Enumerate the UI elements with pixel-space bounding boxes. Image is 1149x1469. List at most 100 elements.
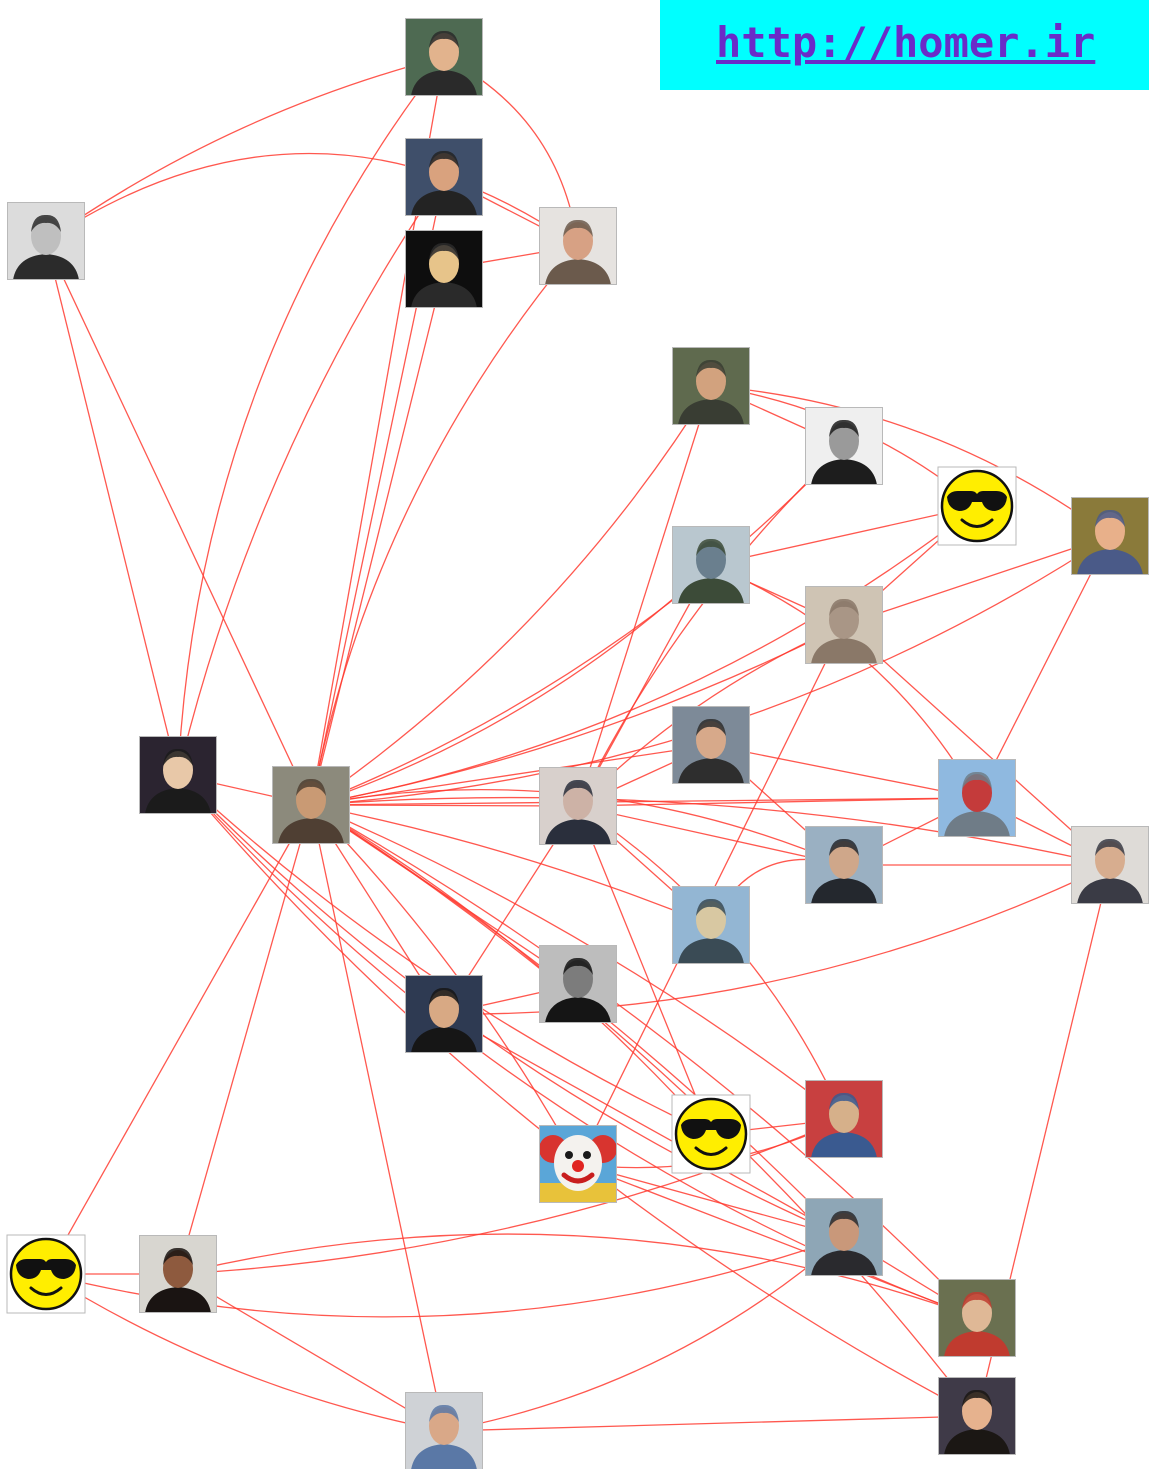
node-man-cap[interactable] <box>1071 497 1149 575</box>
edge-smiley-left-bald-man <box>45 1273 445 1432</box>
edge-central-man-man-bw-suit <box>310 445 845 806</box>
node-glasses-man-bookshelf[interactable] <box>405 138 483 216</box>
edge-man-cap-sepia-man <box>843 535 1111 626</box>
node-blonde-woman-dark[interactable] <box>405 230 483 308</box>
portrait-image <box>139 1235 217 1313</box>
portrait-image <box>539 945 617 1023</box>
portrait-image <box>672 347 750 425</box>
node-man-bw-smile[interactable] <box>539 945 617 1023</box>
edge-central-man-man-red-shirt <box>310 804 978 1319</box>
edge-gray-man-top-photo <box>45 56 445 242</box>
portrait-image <box>7 202 85 280</box>
node-clown[interactable] <box>539 1125 617 1203</box>
node-man-outdoor[interactable] <box>805 826 883 904</box>
portrait-image <box>805 407 883 485</box>
edge-woman-dark-skin-bald-man <box>177 1273 445 1432</box>
edge-woman-dark-hair-city-statue <box>577 797 978 807</box>
edge-central-man-sepia-man <box>310 624 845 806</box>
edge-central-man-woman-curly <box>310 804 978 1417</box>
edge-central-man-bald-man <box>310 804 445 1432</box>
edge-central-man-man-glasses-right <box>310 796 1111 866</box>
portrait-image <box>805 1198 883 1276</box>
edge-central-man-city-statue <box>310 797 978 806</box>
node-lake-person[interactable] <box>672 526 750 604</box>
node-bald-man[interactable] <box>405 1392 483 1469</box>
node-woman-frame[interactable] <box>139 736 217 814</box>
edge-gray-man-woman-frame <box>45 240 179 776</box>
portrait-image <box>405 1392 483 1469</box>
homepage-link[interactable]: http://homer.ir <box>716 18 1096 67</box>
portrait-image <box>1071 497 1149 575</box>
node-man-red-shirt[interactable] <box>938 1279 1016 1357</box>
edge-central-man-sea-person <box>310 804 712 926</box>
edge-central-man-lake-person <box>310 564 712 806</box>
portrait-image <box>938 1377 1016 1455</box>
edge-woman-dark-hair-smiley-mid <box>577 805 712 1135</box>
node-central-man[interactable] <box>272 766 350 844</box>
node-gray-man[interactable] <box>7 202 85 280</box>
edge-gray-man-central-man <box>45 240 312 806</box>
portrait-image <box>805 1080 883 1158</box>
node-woman-dark-skin[interactable] <box>139 1235 217 1313</box>
edge-man-bw-suit-woman-dark-hair <box>577 445 845 807</box>
url-banner: http://homer.ir <box>660 0 1149 90</box>
edge-central-man-smiley-left <box>45 804 312 1275</box>
smiley-icon <box>9 1237 83 1311</box>
portrait-image <box>539 767 617 845</box>
portrait-image <box>805 586 883 664</box>
edge-woman-dark-skin-man-red-shirt <box>177 1233 978 1319</box>
edge-top-photo-woman-frame <box>177 56 445 776</box>
edge-man-red-car-woman-dark-skin <box>177 1118 845 1275</box>
smiley-icon <box>940 469 1014 543</box>
node-city-statue[interactable] <box>938 759 1016 837</box>
portrait-image <box>672 886 750 964</box>
node-sepia-man[interactable] <box>805 586 883 664</box>
node-man-beard[interactable] <box>805 1198 883 1276</box>
portrait-image <box>272 766 350 844</box>
nodes <box>6 18 1149 1469</box>
edge-gray-man-man-white-wall <box>45 152 579 247</box>
node-man-glasses-right[interactable] <box>1071 826 1149 904</box>
edge-woman-dark-hair-man-outdoor <box>577 805 845 866</box>
portrait-image <box>405 975 483 1053</box>
portrait-image <box>672 706 750 784</box>
edge-blurred-hand-city-statue <box>710 744 978 799</box>
portrait-image <box>938 1279 1016 1357</box>
node-sea-person[interactable] <box>672 886 750 964</box>
edge-clown-man-beard <box>577 1163 845 1238</box>
node-blurred-hand[interactable] <box>672 706 750 784</box>
edge-man-glasses-green-man-cap <box>710 385 1111 537</box>
edge-central-man-man-glasses-green <box>310 385 712 806</box>
edge-central-man-man-red-car <box>310 804 845 1120</box>
edges <box>45 56 1111 1432</box>
node-woman-curly[interactable] <box>938 1377 1016 1455</box>
portrait-image <box>1071 826 1149 904</box>
node-smiley-top[interactable] <box>937 466 1017 546</box>
edge-central-man-woman-dark-skin <box>177 804 312 1275</box>
edge-central-man-smiley-mid <box>310 804 712 1135</box>
edge-young-man-dark-man-beard <box>443 1013 845 1238</box>
node-man-white-wall[interactable] <box>539 207 617 285</box>
node-man-bw-suit[interactable] <box>805 407 883 485</box>
edge-man-white-wall-central-man <box>310 245 579 806</box>
node-top-photo[interactable] <box>405 18 483 96</box>
edge-bald-man-woman-curly <box>443 1415 978 1432</box>
smiley-icon <box>674 1097 748 1171</box>
node-young-man-dark[interactable] <box>405 975 483 1053</box>
edge-woman-frame-smiley-mid <box>177 774 712 1135</box>
portrait-image <box>405 230 483 308</box>
edge-central-man-blonde-woman-dark <box>310 268 445 806</box>
node-man-red-car[interactable] <box>805 1080 883 1158</box>
node-smiley-mid[interactable] <box>671 1094 751 1174</box>
portrait-image <box>938 759 1016 837</box>
edge-bald-man-man-beard <box>443 1236 845 1432</box>
node-smiley-left[interactable] <box>6 1234 86 1314</box>
node-woman-dark-hair[interactable] <box>539 767 617 845</box>
clown-icon <box>539 1125 617 1203</box>
portrait-image <box>805 826 883 904</box>
node-man-glasses-green[interactable] <box>672 347 750 425</box>
portrait-image <box>405 138 483 216</box>
portrait-image <box>672 526 750 604</box>
portrait-image <box>139 736 217 814</box>
